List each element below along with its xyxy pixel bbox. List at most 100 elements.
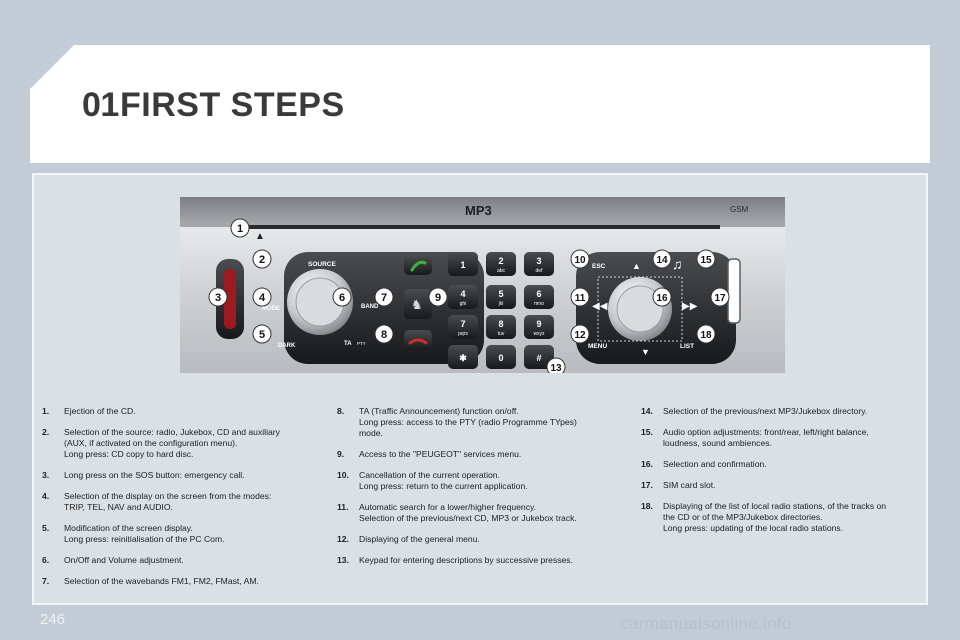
- legend-column-1: 1.Ejection of the CD.2.Selection of the …: [42, 406, 310, 597]
- phone-hangup-icon: [408, 338, 428, 345]
- legend-item: 6.On/Off and Volume adjustment.: [42, 555, 310, 566]
- keypad-digit: ✱: [459, 353, 467, 363]
- mp3-label: MP3: [465, 203, 492, 218]
- keypad-key[interactable]: [524, 315, 554, 339]
- legend-item-number: 9.: [337, 449, 345, 459]
- callout-number: 6: [339, 292, 345, 304]
- legend-item-number: 13.: [337, 555, 349, 565]
- callout-13: 13: [546, 357, 566, 373]
- keypad-letters: mno: [534, 301, 544, 307]
- legend-item-text: Selection and confirmation.: [663, 459, 767, 469]
- eject-icon[interactable]: ▲: [255, 231, 265, 242]
- keypad-letters: def: [536, 268, 544, 274]
- callout-18: 18: [696, 324, 716, 344]
- callout-number: 18: [700, 330, 712, 341]
- header-banner: [30, 45, 930, 163]
- sim-card-slot[interactable]: [727, 258, 741, 324]
- menu-button[interactable]: MENU: [588, 343, 607, 350]
- legend-item-number: 7.: [42, 576, 50, 586]
- keypad-key[interactable]: [448, 252, 478, 276]
- ta-button[interactable]: TA: [344, 341, 352, 347]
- legend-item: 9.Access to the "PEUGEOT" services menu.: [337, 449, 605, 460]
- peugeot-services-button[interactable]: [404, 289, 432, 319]
- callout-number: 4: [259, 292, 266, 304]
- dark-button[interactable]: DARK: [278, 343, 296, 349]
- legend-item: 15.Audio option adjustments: front/rear,…: [641, 427, 923, 449]
- callout-4: 4: [252, 287, 272, 307]
- legend-item-number: 2.: [42, 427, 50, 437]
- keypad-letters: pqrs: [458, 331, 468, 337]
- keypad-key[interactable]: [524, 285, 554, 309]
- legend-item-text: Cancellation of the current operation. L…: [359, 470, 528, 491]
- page-title: FIRST STEPS: [120, 86, 345, 124]
- legend-item-text: Selection of the display on the screen f…: [64, 491, 272, 512]
- keypad-key[interactable]: [448, 315, 478, 339]
- callout-9: 9: [428, 287, 448, 307]
- list-button[interactable]: LIST: [680, 343, 694, 350]
- callout-number: 5: [259, 329, 265, 341]
- legend-item-text: Selection of the source: radio, Jukebox,…: [64, 427, 280, 459]
- legend-item-number: 8.: [337, 406, 345, 416]
- callout-1: 1: [230, 218, 250, 238]
- keypad-key[interactable]: [486, 315, 516, 339]
- legend-item-text: Displaying of the list of local radio st…: [663, 501, 887, 533]
- callout-number: 3: [215, 292, 221, 304]
- source-button[interactable]: SOURCE: [308, 261, 336, 268]
- callout-17: 17: [710, 287, 730, 307]
- legend-item-text: TA (Traffic Announcement) function on/of…: [359, 406, 577, 438]
- keypad-key[interactable]: [448, 285, 478, 309]
- chapter-number: 01: [82, 86, 119, 124]
- mode-button[interactable]: MODE: [262, 306, 280, 312]
- legend-item: 11.Automatic search for a lower/higher f…: [337, 502, 605, 524]
- keypad-digit: 4: [460, 289, 465, 299]
- legend-item: 7.Selection of the wavebands FM1, FM2, F…: [42, 576, 310, 587]
- radio-illustration: MP3 GSM ▲ SOURCE MODE BAND DARK TA PTY ♞…: [180, 197, 785, 373]
- keypad-key[interactable]: [524, 252, 554, 276]
- gsm-label: GSM: [730, 205, 749, 214]
- next-icon[interactable]: ▶▶: [682, 301, 698, 312]
- legend-column-3: 14.Selection of the previous/next MP3/Ju…: [641, 406, 923, 544]
- callout-number: 9: [435, 292, 441, 304]
- callout-number: 13: [550, 363, 562, 373]
- callout-16: 16: [652, 287, 672, 307]
- callout-number: 10: [574, 255, 586, 266]
- legend-item: 5.Modification of the screen display. Lo…: [42, 523, 310, 545]
- legend-item-text: Modification of the screen display. Long…: [64, 523, 225, 544]
- music-note-icon[interactable]: ♫: [672, 256, 683, 272]
- keypad-letters: jkl: [498, 301, 504, 307]
- legend-item-number: 18.: [641, 501, 653, 511]
- watermark: carmanualsonline.info: [620, 614, 792, 633]
- legend-item-text: Long press on the SOS button: emergency …: [64, 470, 245, 480]
- keypad-key[interactable]: [486, 252, 516, 276]
- keypad-letters: tuv: [498, 331, 505, 337]
- callout-number: 11: [575, 293, 586, 304]
- callout-3: 3: [208, 287, 228, 307]
- previous-icon[interactable]: ◀◀: [592, 301, 608, 312]
- keypad-key[interactable]: [524, 345, 554, 369]
- legend-item-number: 14.: [641, 406, 653, 416]
- cd-slot[interactable]: [240, 225, 720, 229]
- callout-7: 7: [374, 287, 394, 307]
- callout-number: 14: [656, 255, 668, 266]
- down-arrow-icon[interactable]: ▼: [641, 347, 650, 357]
- phone-pickup-icon: [410, 260, 427, 272]
- callout-15: 15: [696, 249, 716, 269]
- up-arrow-icon[interactable]: ▲: [632, 261, 641, 271]
- callout-6: 6: [332, 287, 352, 307]
- esc-button[interactable]: ESC: [592, 263, 606, 270]
- legend-item-number: 4.: [42, 491, 50, 501]
- band-button[interactable]: BAND: [361, 304, 379, 310]
- keypad-key[interactable]: [486, 345, 516, 369]
- callout-8: 8: [374, 324, 394, 344]
- legend-item: 16.Selection and confirmation.: [641, 459, 923, 470]
- keypad-key[interactable]: [448, 345, 478, 369]
- callout-number: 16: [656, 293, 668, 304]
- keypad-digit: #: [536, 353, 541, 363]
- legend-item-text: Audio option adjustments: front/rear, le…: [663, 427, 869, 448]
- callout-number: 1: [237, 223, 243, 235]
- legend-item: 17.SIM card slot.: [641, 480, 923, 491]
- legend-item: 2. Selection of the source: radio, Jukebo…: [42, 427, 310, 460]
- legend-item-text: On/Off and Volume adjustment.: [64, 555, 184, 565]
- keypad-key[interactable]: [486, 285, 516, 309]
- legend-item-text: Displaying of the general menu.: [359, 534, 480, 544]
